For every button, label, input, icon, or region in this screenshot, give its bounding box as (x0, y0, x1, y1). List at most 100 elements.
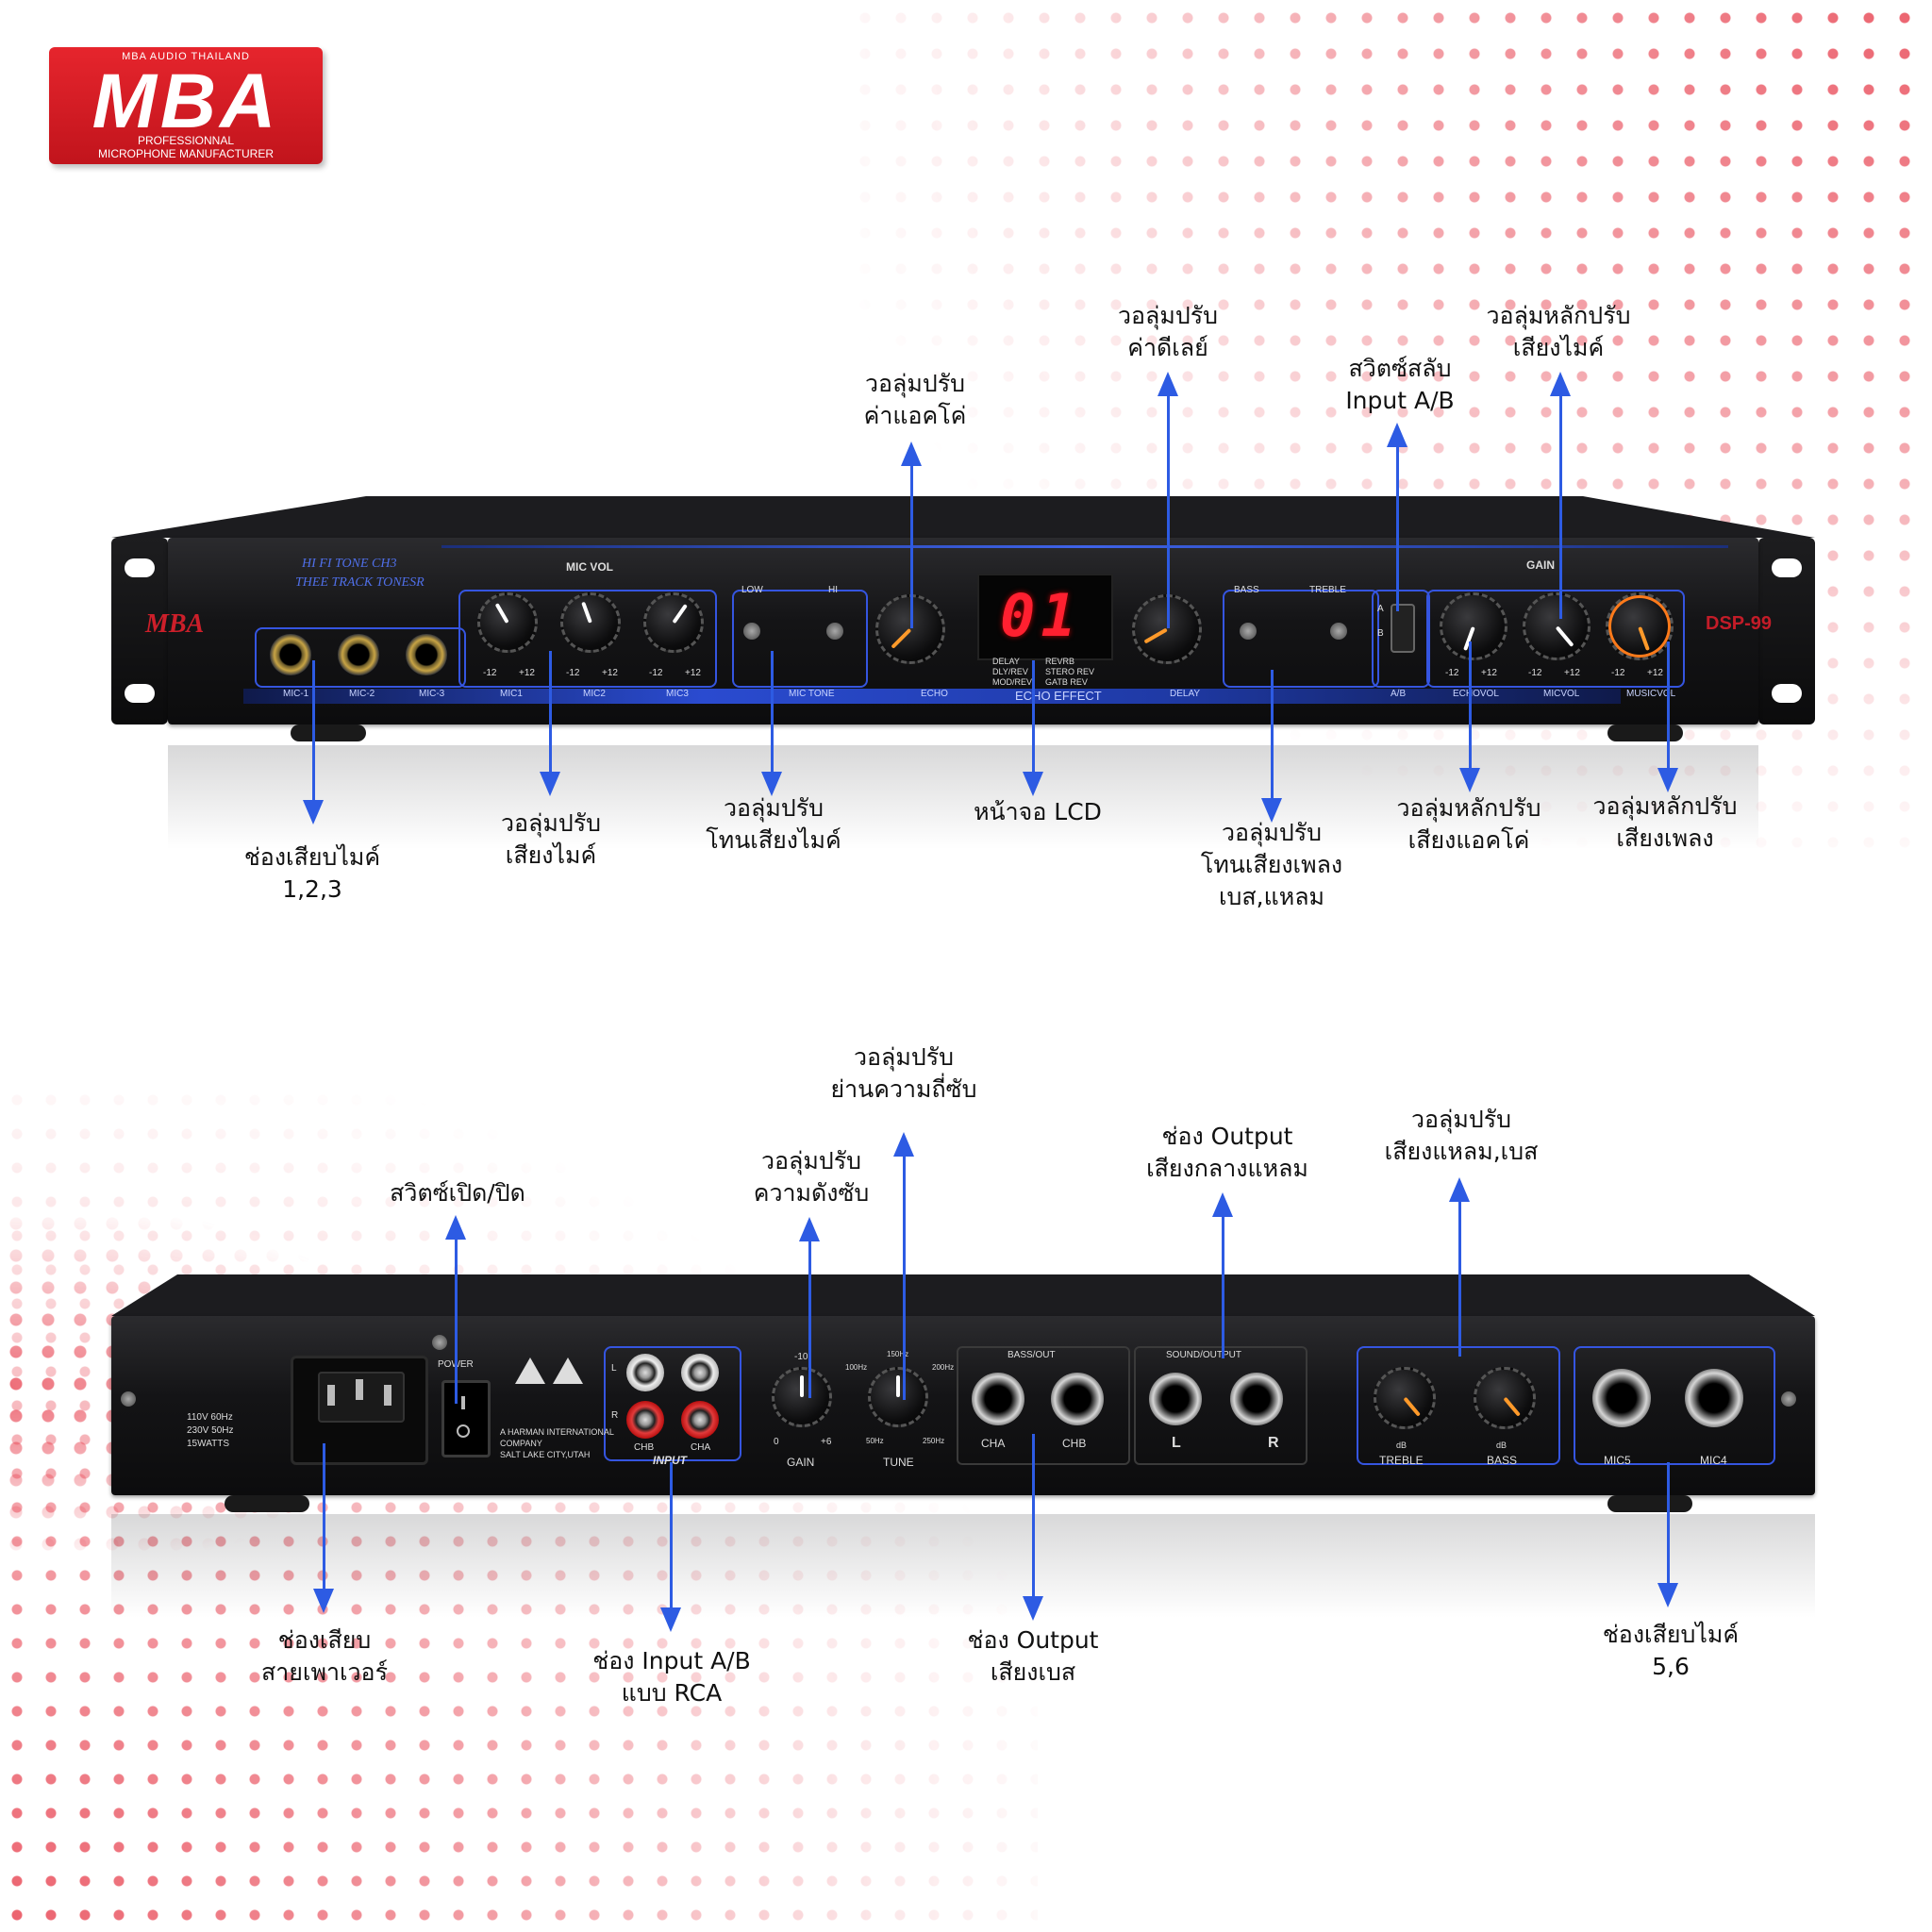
sub-gain-max: +6 (821, 1437, 832, 1447)
front-brand: MBA (145, 609, 205, 639)
mic4-label: MIC4 (1700, 1454, 1727, 1467)
strip-label-mic-3: MIC-3 (419, 689, 445, 699)
ann-music-master-line1: วอลุ่มหลักปรับ (1592, 792, 1738, 820)
lcd-modes-left: DELAY DLY/REV MOD/REV (992, 657, 1033, 687)
micvol-scale-max: +12 (1564, 668, 1580, 678)
tune-150: 150Hz (887, 1350, 909, 1358)
music-tone-treble-label: TREBLE (1309, 585, 1346, 595)
ann-ab-line1: สวิตซ์สลับ (1348, 355, 1452, 382)
mic-tone-low-trim[interactable] (743, 623, 760, 640)
ann-power-switch-line1: สวิตซ์เปิด/ปิด (390, 1179, 525, 1207)
stem-treble-bass (1458, 1202, 1461, 1357)
stem-delay-knob (1167, 396, 1170, 628)
rca-cha-label: CHA (691, 1442, 711, 1453)
stem-bass-out (1032, 1434, 1035, 1598)
ann-mic-volume-line1: วอลุ่มปรับ (500, 809, 602, 837)
stem-lcd (1032, 660, 1035, 774)
ann-sub-gain-line2: ความดังซับ (753, 1179, 870, 1207)
arrow-mic-tone (761, 772, 782, 796)
ann-echo-master-line1: วอลุ่มหลักปรับ (1396, 794, 1541, 822)
strip-label-ab: A/B (1391, 689, 1407, 699)
stem-rca-input (670, 1462, 673, 1609)
ann-treble-bass-line1: วอลุ่มปรับ (1410, 1106, 1512, 1133)
sub-tune-knob[interactable] (868, 1367, 928, 1427)
ann-music-master-line2: เสียงเพลง (1616, 824, 1714, 852)
ann-mic-jacks: ช่องเสียบไมค์ 1,2,3 (223, 841, 402, 906)
ann-mic-volume: วอลุ่มปรับ เสียงไมค์ (475, 808, 626, 872)
stem-mic-jacks-rear (1667, 1462, 1670, 1585)
rear-treble-knob[interactable] (1374, 1367, 1436, 1429)
rca-input-r: R (611, 1410, 619, 1421)
mic-jack-3[interactable] (406, 634, 447, 675)
front-label-strip: MIC-1 MIC-2 MIC-3 MIC1 MIC2 MIC3 MIC TON… (243, 689, 1675, 704)
ann-mic-master-line2: เสียงไมค์ (1512, 334, 1605, 361)
sound-output-r-label: R (1268, 1435, 1279, 1451)
music-bass-trim[interactable] (1240, 623, 1257, 640)
front-subtitle-1: HI FI TONE CH3 (302, 557, 397, 571)
ann-ab-line2: Input A/B (1345, 387, 1455, 414)
ab-label-b: B (1377, 628, 1384, 639)
ab-switch[interactable] (1391, 604, 1415, 653)
company-line-2: COMPANY (500, 1439, 542, 1448)
sound-output-l-jack[interactable] (1149, 1373, 1202, 1425)
ann-lcd: หน้าจอ LCD (953, 796, 1123, 828)
echovol-scale-max: +12 (1481, 668, 1497, 678)
front-reflection (168, 745, 1758, 849)
mic3-scale-max: +12 (685, 668, 701, 678)
rack-ear-left (111, 538, 168, 724)
strip-label-echo: ECHO (921, 689, 948, 699)
musicvol-scale-min: -12 (1611, 668, 1625, 678)
stem-ab-switch (1396, 447, 1399, 611)
rca-input-box (604, 1346, 741, 1461)
music-treble-trim[interactable] (1330, 623, 1347, 640)
front-foot-left (291, 724, 366, 741)
rear-panel-device: 110V 60Hz 230V 50Hz 15WATTS POWER L R CH… (111, 1269, 1815, 1514)
rca-chb-right[interactable] (626, 1401, 664, 1439)
mic2-scale-max: +12 (602, 668, 618, 678)
sub-gain-knob[interactable] (772, 1367, 832, 1427)
mic-jack-1[interactable] (270, 634, 311, 675)
bass-out-chb-jack[interactable] (1051, 1373, 1104, 1425)
ann-sub-freq-line1: วอลุ่มปรับ (853, 1043, 955, 1071)
arrow-music-tone (1261, 798, 1282, 823)
rca-cha-right[interactable] (681, 1401, 719, 1439)
echo-volume-knob[interactable] (1440, 592, 1507, 660)
stem-mic-jacks (312, 660, 315, 802)
stem-mic-tone (771, 651, 774, 774)
power-switch[interactable] (441, 1380, 491, 1457)
stem-echo-master (1469, 641, 1472, 770)
arrow-mic-master (1550, 372, 1571, 396)
mic4-jack[interactable] (1685, 1369, 1743, 1427)
ann-mic-volume-line2: เสียงไมค์ (505, 841, 597, 869)
ann-echo-line1: วอลุ่มปรับ (864, 370, 966, 397)
tune-100: 100Hz (845, 1363, 868, 1372)
mic1-volume-knob[interactable] (477, 592, 538, 653)
tune-50: 50Hz (866, 1437, 884, 1445)
voltage-line-2: 230V 50Hz (187, 1425, 234, 1436)
mic5-jack[interactable] (1592, 1369, 1651, 1427)
front-subtitle-2: THEE TRACK TONESR (295, 575, 425, 590)
arrow-bass-out (1023, 1596, 1043, 1621)
ann-sub-gain-line1: วอลุ่มปรับ (760, 1147, 862, 1174)
music-master-volume-knob[interactable] (1606, 592, 1674, 660)
micvol-scale-min: -12 (1528, 668, 1542, 678)
mic-tone-hi-trim[interactable] (826, 623, 843, 640)
warning-icon-exclamation (553, 1357, 583, 1384)
power-socket[interactable] (291, 1356, 428, 1465)
bass-out-cha-jack[interactable] (972, 1373, 1024, 1425)
rear-bass-knob[interactable] (1474, 1367, 1536, 1429)
ann-mic-master-line1: วอลุ่มหลักปรับ (1486, 302, 1631, 329)
rca-chb-left[interactable] (626, 1354, 664, 1391)
logo-brand-name: MBA (92, 58, 280, 144)
mic-jack-2[interactable] (338, 634, 379, 675)
mic2-scale-min: -12 (566, 668, 580, 678)
rca-cha-left[interactable] (681, 1354, 719, 1391)
mic-master-volume-knob[interactable] (1523, 592, 1591, 660)
rack-ear-right (1758, 538, 1815, 724)
mic2-volume-knob[interactable] (560, 592, 621, 653)
mic3-volume-knob[interactable] (643, 592, 704, 653)
ann-mic-master: วอลุ่มหลักปรับ เสียงไมค์ (1472, 300, 1645, 364)
treble-db: dB (1396, 1441, 1407, 1450)
sub-gain-min: 0 (774, 1437, 779, 1447)
sound-output-r-jack[interactable] (1230, 1373, 1283, 1425)
